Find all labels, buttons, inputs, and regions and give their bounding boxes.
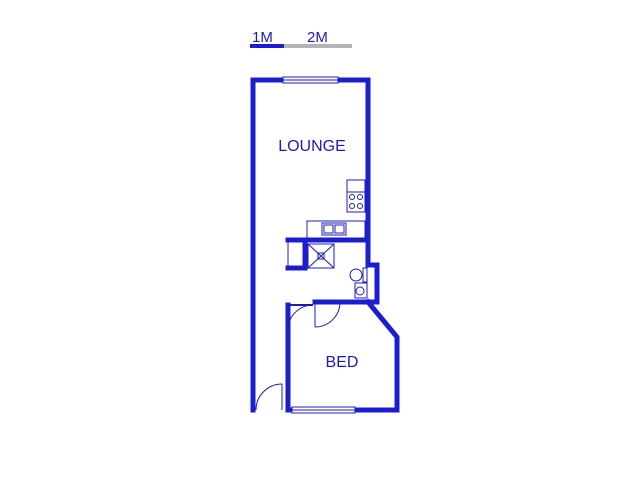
walls (250, 77, 400, 413)
basin-icon (354, 282, 368, 299)
thin-partitions (287, 240, 305, 269)
window-top (282, 76, 339, 84)
room-label-bed: BED (326, 354, 359, 371)
toilet-icon (349, 267, 368, 283)
window-bottom (291, 406, 356, 414)
entrance-door-icon (255, 383, 283, 411)
wall-bed-right (364, 298, 400, 413)
sink-icon (306, 220, 366, 239)
scale-label-2m: 2M (307, 29, 328, 46)
bedroom-door-icon (287, 304, 314, 331)
scale-label-1m: 1M (252, 29, 273, 46)
shower-icon (307, 243, 335, 269)
room-label-lounge: LOUNGE (278, 138, 346, 155)
scale-bar: 1M 2M (250, 29, 352, 48)
stove-icon (346, 179, 366, 213)
bathroom-door-icon (314, 301, 341, 328)
